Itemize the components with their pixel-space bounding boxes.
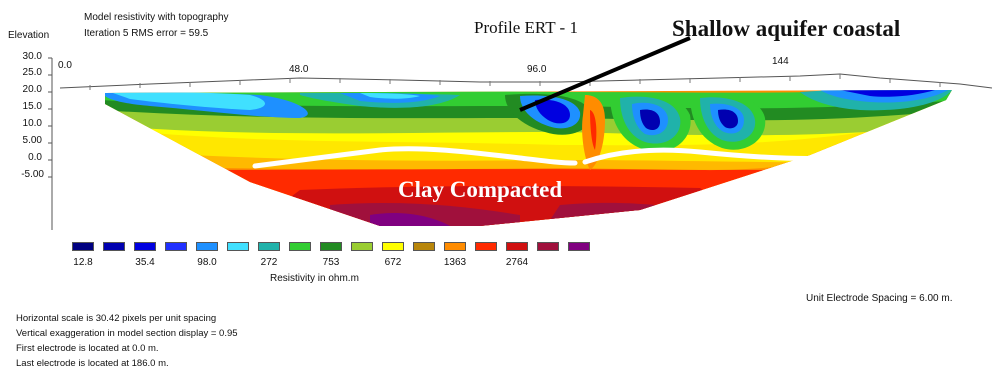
- info-line: Horizontal scale is 30.42 pixels per uni…: [16, 313, 217, 324]
- legend-label: 2764: [505, 257, 529, 268]
- legend-swatch: [196, 242, 218, 251]
- legend-label: 35.4: [135, 257, 155, 268]
- legend-swatch: [506, 242, 528, 251]
- legend-swatch: [382, 242, 404, 251]
- y-tick: 25.0: [22, 67, 42, 78]
- info-line: Vertical exaggeration in model section d…: [16, 328, 238, 339]
- legend-swatch: [227, 242, 249, 251]
- legend-swatch: [475, 242, 497, 251]
- info-line: First electrode is located at 0.0 m.: [16, 343, 159, 354]
- elevation-label: Elevation: [8, 30, 50, 41]
- legend-swatch: [103, 242, 125, 251]
- x-tick: 0.0: [58, 60, 72, 71]
- info-line: Last electrode is located at 186.0 m.: [16, 358, 169, 369]
- electrode-ticks: [89, 74, 941, 90]
- y-tick: 10.0: [22, 118, 42, 129]
- profile-title: Profile ERT - 1: [474, 18, 578, 37]
- legend-swatch: [568, 242, 590, 251]
- legend-label: 12.8: [73, 257, 93, 268]
- legend-label: 272: [260, 257, 278, 268]
- x-tick: 96.0: [527, 64, 547, 75]
- legend-swatch: [289, 242, 311, 251]
- annotation-shallow-aquifer: Shallow aquifer coastal: [672, 16, 901, 41]
- unit-electrode-spacing: Unit Electrode Spacing = 6.00 m.: [806, 293, 953, 304]
- y-tick: -5.00: [21, 169, 44, 180]
- y-tick: 30.0: [22, 51, 42, 62]
- x-tick: 144: [772, 56, 789, 67]
- legend-swatch: [72, 242, 94, 251]
- legend-swatch: [537, 242, 559, 251]
- legend-label: 1363: [443, 257, 467, 268]
- topography-line: [59, 73, 993, 89]
- legend-label: 98.0: [197, 257, 217, 268]
- legend-swatch: [320, 242, 342, 251]
- legend-unit: Resistivity in ohm.m: [270, 273, 359, 284]
- legend-swatch: [258, 242, 280, 251]
- legend-label: 753: [322, 257, 340, 268]
- model-title: Model resistivity with topography: [84, 12, 229, 23]
- y-tick: 0.0: [28, 152, 42, 163]
- y-tick: 5.00: [22, 135, 42, 146]
- legend-swatch: [413, 242, 435, 251]
- annotation-clay-compacted: Clay Compacted: [398, 177, 563, 202]
- y-axis-ticks: [48, 57, 52, 178]
- legend-swatch: [351, 242, 373, 251]
- interpreted-boundary: [582, 147, 833, 165]
- x-tick: 48.0: [289, 64, 309, 75]
- y-tick: 15.0: [22, 101, 42, 112]
- legend-label: 672: [384, 257, 402, 268]
- interpreted-boundary: [252, 146, 578, 169]
- legend-swatch: [444, 242, 466, 251]
- legend-swatch: [134, 242, 156, 251]
- iteration-text: Iteration 5 RMS error = 59.5: [84, 28, 209, 39]
- y-tick: 20.0: [22, 84, 42, 95]
- legend-swatch: [165, 242, 187, 251]
- annotation-pointer: [519, 36, 691, 112]
